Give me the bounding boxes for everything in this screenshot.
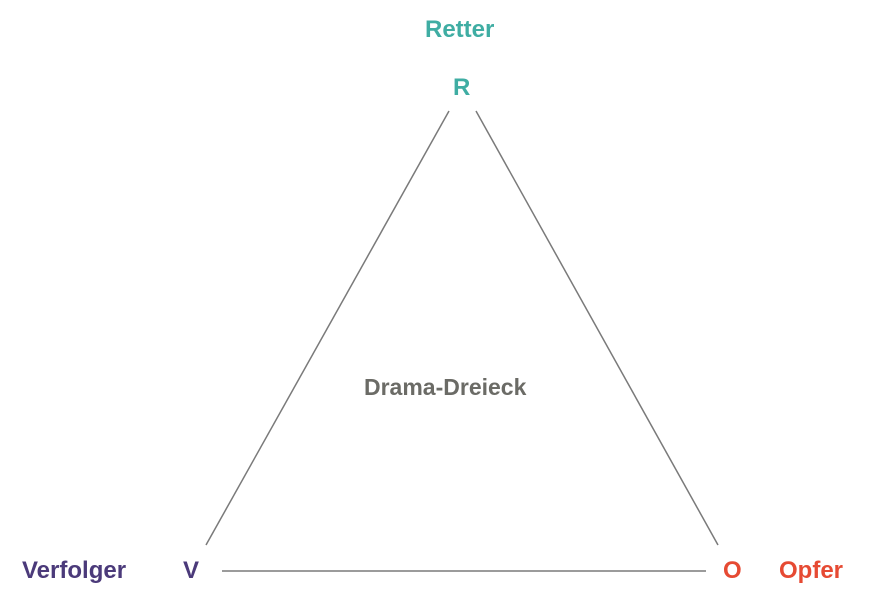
rescuer-label: Retter [425,16,495,43]
edge-r-o [475,110,719,546]
rescuer-letter: R [453,74,471,101]
victim-letter: O [723,557,742,584]
persecutor-label: Verfolger [22,557,127,584]
edge-r-v [205,110,450,546]
persecutor-letter: V [183,557,200,584]
diagram-title: Drama-Dreieck [364,374,527,400]
victim-label: Opfer [779,557,844,584]
